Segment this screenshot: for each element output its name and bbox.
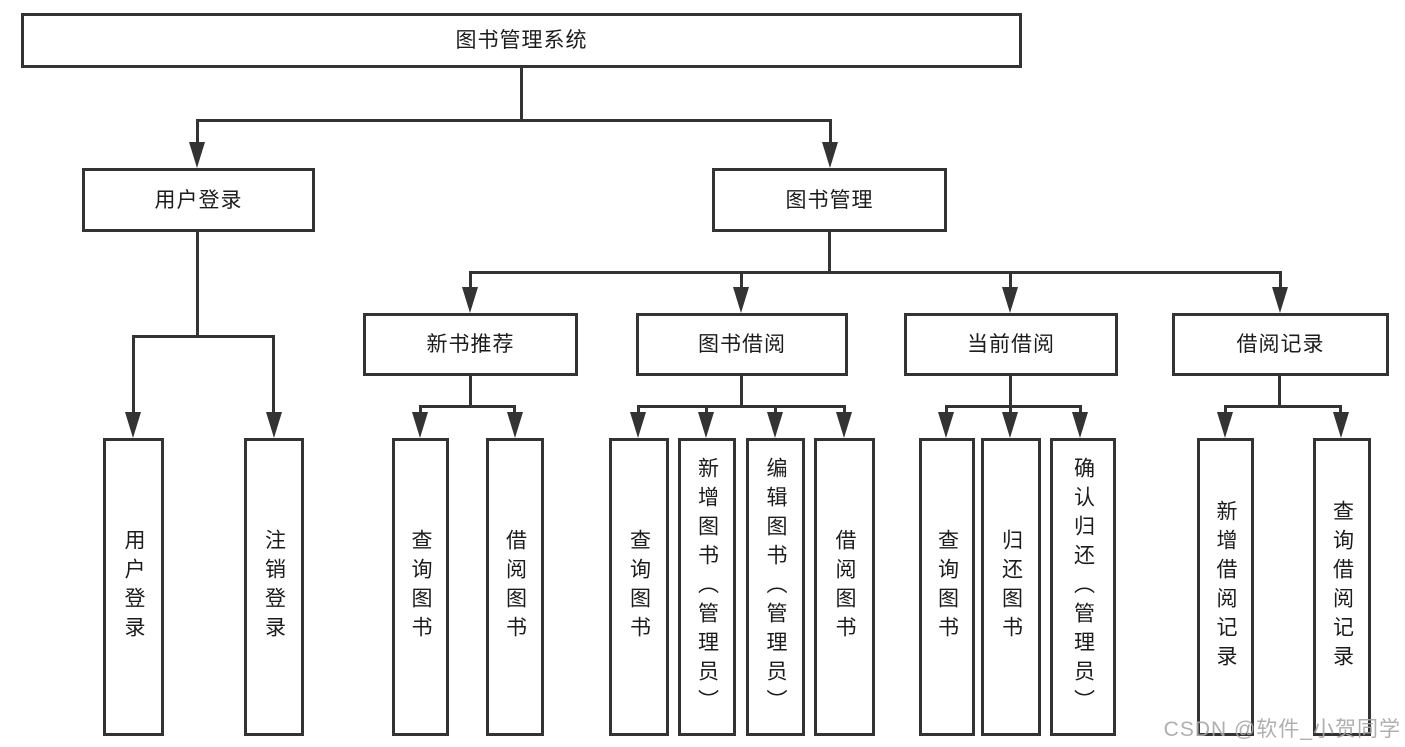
connector-line [1224, 405, 1342, 408]
connector-line [419, 405, 516, 408]
connector-line [774, 405, 777, 413]
connector-line [196, 119, 832, 122]
connector-line [843, 405, 846, 413]
connector-line [132, 335, 275, 338]
connector-line [1009, 376, 1012, 407]
arrowhead [822, 142, 838, 168]
node-borrow-borrow-books: 借阅图书 [814, 438, 875, 736]
connector-line [1339, 405, 1342, 413]
node-newbook-query-books-label: 查询图书 [409, 529, 432, 645]
connector-line [740, 271, 743, 289]
connector-line [132, 335, 135, 413]
node-newbook-borrow-books-label: 借阅图书 [503, 529, 527, 645]
connector-line [1279, 271, 1282, 289]
arrowhead [836, 412, 852, 438]
arrowhead [1272, 287, 1288, 313]
node-current-borrow-label: 当前借阅 [967, 333, 1055, 356]
connector-line [196, 232, 199, 338]
node-current-return-books-label: 归还图书 [999, 529, 1023, 645]
node-login: 用户登录 [103, 438, 164, 736]
node-newbook-query-books: 查询图书 [392, 438, 449, 736]
arrowhead [125, 412, 141, 438]
node-borrow-edit-books-admin-label: 编辑图书（管理员） [764, 456, 787, 718]
node-login-label: 用户登录 [122, 529, 145, 645]
connector-line [419, 405, 422, 413]
connector-line [272, 335, 275, 413]
connector-line [1278, 376, 1281, 407]
connector-line [705, 405, 708, 413]
node-borrow-query-books: 查询图书 [609, 438, 669, 736]
connector-line [828, 232, 831, 273]
connector-line [513, 405, 516, 413]
arrowhead [412, 412, 428, 438]
connector-line [520, 68, 523, 121]
node-borrow-edit-books-admin: 编辑图书（管理员） [746, 438, 805, 736]
arrowhead [630, 412, 646, 438]
node-user-login: 用户登录 [82, 168, 315, 232]
node-borrow-add-books-admin: 新增图书（管理员） [678, 438, 736, 736]
arrowhead [938, 412, 954, 438]
arrowhead [1333, 412, 1349, 438]
node-new-book-recommend-label: 新书推荐 [426, 333, 515, 356]
arrowhead [189, 142, 205, 168]
node-record-add-record-label: 新增借阅记录 [1214, 500, 1237, 674]
connector-line [469, 271, 1282, 274]
node-current-query-books-label: 查询图书 [935, 529, 959, 645]
arrowhead [767, 412, 783, 438]
arrowhead [1002, 412, 1018, 438]
node-current-borrow: 当前借阅 [904, 313, 1118, 376]
node-current-confirm-return-admin-label: 确认归还（管理员） [1071, 456, 1095, 718]
node-newbook-borrow-books: 借阅图书 [486, 438, 544, 736]
arrowhead [1072, 412, 1088, 438]
connector-line [1224, 405, 1227, 413]
connector-line [469, 376, 472, 407]
connector-line [1009, 271, 1012, 289]
connector-line [196, 119, 199, 145]
connector-line [1079, 405, 1082, 413]
connector-line [637, 405, 640, 413]
arrowhead [462, 287, 478, 313]
connector-line [829, 119, 832, 145]
node-logout: 注销登录 [244, 438, 304, 736]
arrowhead [698, 412, 714, 438]
connector-line [740, 376, 743, 407]
arrowhead [266, 412, 282, 438]
arrowhead [733, 287, 749, 313]
node-borrow-borrow-books-label: 借阅图书 [833, 529, 856, 645]
node-root-label: 图书管理系统 [455, 29, 588, 52]
connector-line [945, 405, 1082, 408]
node-current-return-books: 归还图书 [981, 438, 1041, 736]
csdn-watermark: CSDN @软件_小贺同学 [1163, 718, 1401, 741]
node-book-borrow-label: 图书借阅 [698, 333, 786, 356]
node-borrow-record: 借阅记录 [1172, 313, 1389, 376]
node-new-book-recommend: 新书推荐 [363, 313, 578, 376]
node-book-borrow: 图书借阅 [636, 313, 848, 376]
connector-line [637, 405, 846, 408]
arrowhead [1002, 287, 1018, 313]
node-borrow-query-books-label: 查询图书 [627, 529, 651, 645]
node-current-confirm-return-admin: 确认归还（管理员） [1050, 438, 1116, 736]
arrowhead [507, 412, 523, 438]
node-record-query-record-label: 查询借阅记录 [1330, 500, 1354, 674]
arrowhead [1217, 412, 1233, 438]
node-borrow-record-label: 借阅记录 [1236, 333, 1325, 356]
node-book-management: 图书管理 [712, 168, 947, 232]
connector-line [469, 271, 472, 289]
node-book-management-label: 图书管理 [785, 188, 874, 212]
connector-line [945, 405, 948, 413]
node-root: 图书管理系统 [21, 13, 1022, 68]
node-current-query-books: 查询图书 [919, 438, 975, 736]
connector-line [1009, 405, 1012, 413]
node-borrow-add-books-admin-label: 新增图书（管理员） [695, 456, 719, 718]
node-user-login-label: 用户登录 [154, 188, 243, 212]
node-logout-label: 注销登录 [262, 529, 286, 645]
node-record-add-record: 新增借阅记录 [1197, 438, 1254, 736]
node-record-query-record: 查询借阅记录 [1313, 438, 1371, 736]
